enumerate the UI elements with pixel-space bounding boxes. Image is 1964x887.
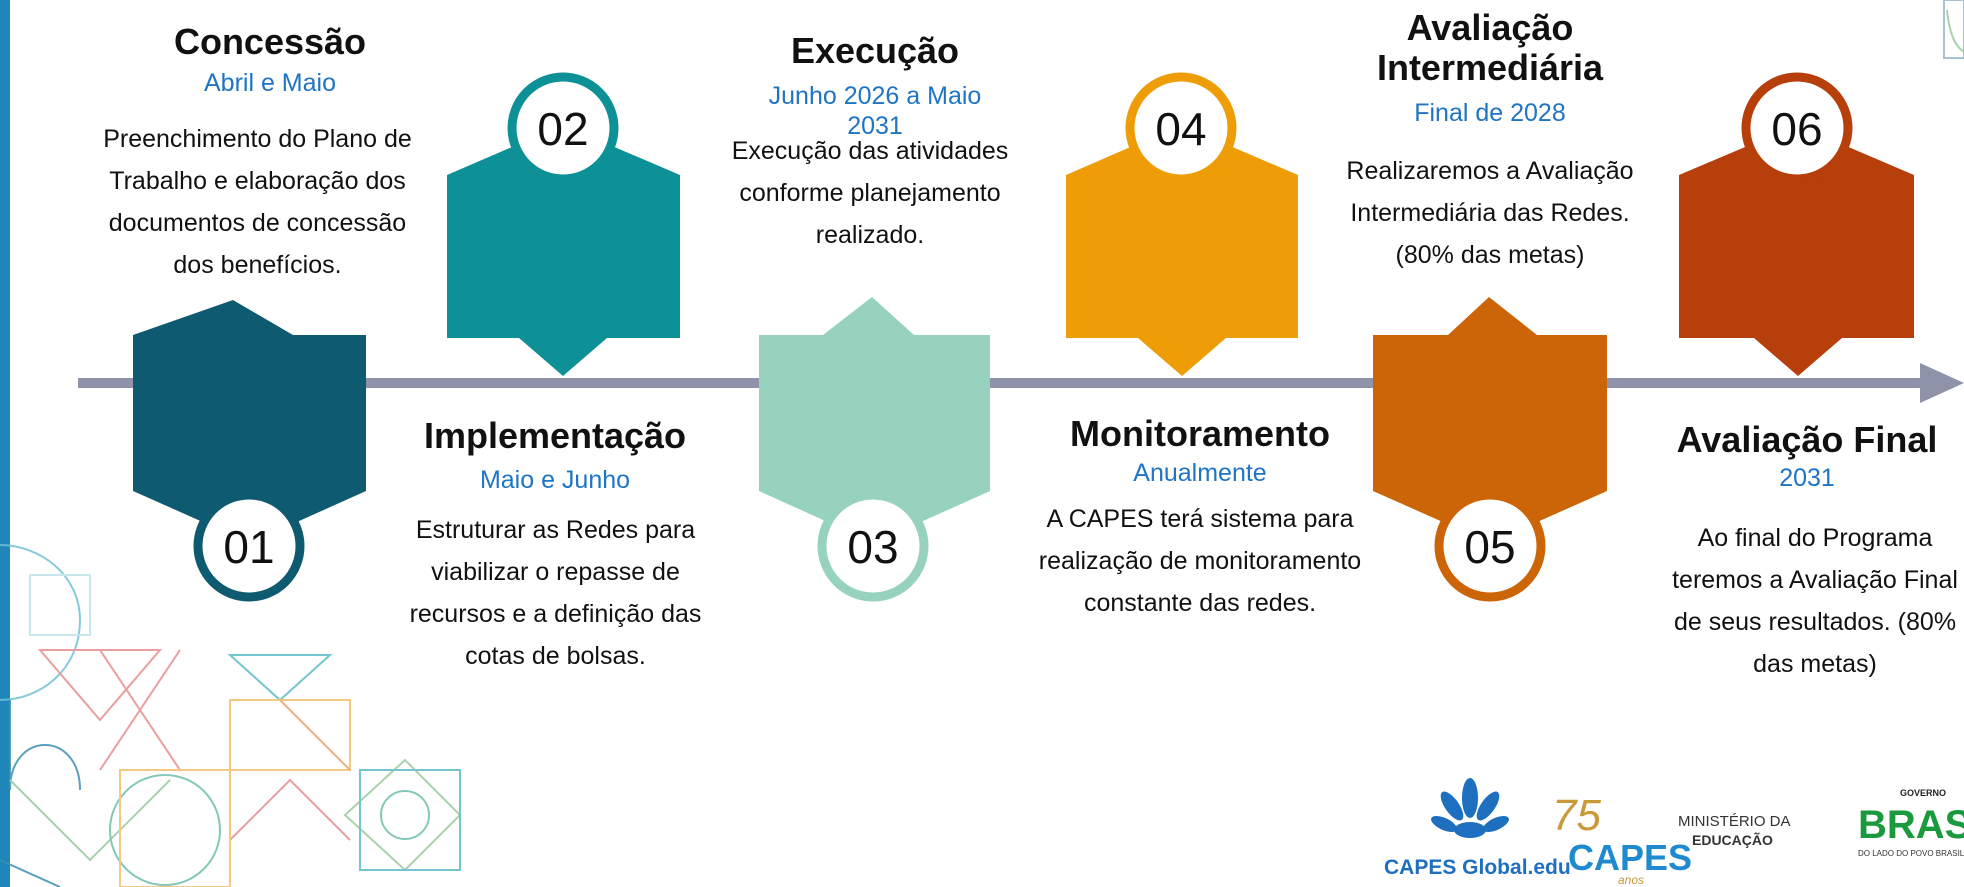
sponsor-logos: CAPES Global.edu 75 CAPES anos MINISTÉRI… — [1384, 778, 1964, 887]
step-02-date: Maio e Junho — [479, 466, 631, 494]
step-05-badge: 05 — [1373, 297, 1607, 602]
capes-global-logo: CAPES Global.edu — [1384, 778, 1571, 879]
step-05-date: Final de 2028 — [1414, 99, 1566, 127]
capes-75-number: 75 — [1552, 791, 1601, 840]
step-04-badge: 04 — [1066, 72, 1298, 376]
step-02-title: Implementação — [423, 415, 687, 456]
step-05-title: Avaliação Intermediária — [1376, 7, 1604, 88]
step-06-number: 06 — [1771, 103, 1822, 155]
step-04-shape — [1066, 125, 1298, 376]
capes-75-text: CAPES — [1568, 837, 1692, 878]
step-05-number: 05 — [1464, 521, 1515, 573]
step-01-circle — [193, 490, 305, 602]
step-01-badge: 01 — [133, 300, 366, 602]
step-02-circle — [507, 72, 619, 184]
step-05-circle — [1434, 490, 1546, 602]
step-06-title: Avaliação Final — [1676, 419, 1938, 460]
step-03-number: 03 — [847, 521, 898, 573]
step-06-circle — [1741, 72, 1853, 184]
ministerio-line-1: MINISTÉRIO DA — [1678, 813, 1791, 830]
step-03-description: Execução das atividades conforme planeja… — [731, 137, 1009, 249]
step-02-shape — [447, 125, 680, 376]
step-03-shape — [759, 297, 990, 543]
step-03-date: Junho 2026 a Maio 2031 — [768, 82, 982, 140]
step-06-shape — [1679, 125, 1914, 376]
step-04-number: 04 — [1155, 103, 1206, 155]
governo-text: GOVERNO — [1900, 788, 1946, 798]
capes-75-logo: 75 — [1552, 791, 1601, 840]
brasil-text: BRASIL — [1858, 803, 1964, 847]
capes-75-anos: anos — [1618, 873, 1644, 887]
step-03-title: Execução — [790, 30, 960, 71]
step-03-circle — [817, 490, 929, 602]
step-06-description: Ao final do Programa teremos a Avaliação… — [1672, 524, 1958, 678]
ministerio-line-2: EDUCAÇÃO — [1692, 831, 1773, 848]
step-01-title: Concessão — [173, 21, 367, 62]
step-04-date: Anualmente — [1133, 459, 1267, 487]
step-06-date: 2031 — [1779, 464, 1835, 492]
step-02-description: Estruturar as Redes para viabilizar o re… — [409, 516, 702, 670]
governo-brasil-logo: GOVERNO BRASIL DO LADO DO POVO BRASILEIR… — [1858, 788, 1964, 858]
step-04-title: Monitoramento — [1070, 413, 1330, 454]
step-05-shape — [1373, 297, 1607, 543]
step-04-circle — [1125, 72, 1237, 184]
step-02-badge: 02 — [447, 72, 680, 376]
step-06-badge: 06 — [1679, 72, 1914, 376]
step-02-number: 02 — [537, 103, 588, 155]
left-stripe — [0, 0, 10, 887]
capes-global-leaf-icon — [1431, 778, 1509, 838]
capes-global-text: CAPES Global.edu — [1384, 856, 1571, 879]
step-01-description: Preenchimento do Plano de Trabalho e ela… — [103, 125, 412, 279]
step-01-number: 01 — [223, 521, 274, 573]
brasil-tagline: DO LADO DO POVO BRASILEIRO — [1858, 849, 1964, 858]
step-05-description: Realizaremos a Avaliação Intermediária d… — [1346, 157, 1634, 269]
step-04-description: A CAPES terá sistema para realização de … — [1038, 505, 1362, 617]
step-01-date: Abril e Maio — [204, 69, 336, 97]
timeline-arrow-head — [1920, 363, 1964, 403]
step-01-shape — [133, 300, 366, 543]
step-03-badge: 03 — [759, 297, 990, 602]
